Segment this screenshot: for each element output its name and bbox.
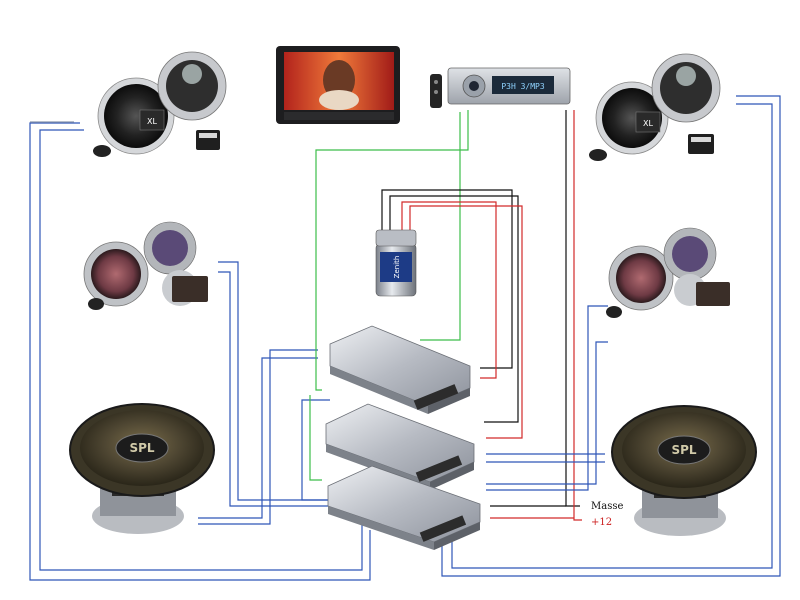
wiring [29,95,781,581]
wire-blue-mid-right-b [486,305,608,491]
wire-green-rca-b [315,110,469,391]
wire-red-power-c [573,110,582,521]
speaker-badge-left: XL [147,117,157,126]
component-speaker-set-icon: XL [589,53,721,161]
amplifier-icon [325,403,475,490]
capacitor-brand: Zenith [393,256,401,279]
wire-blue-mid-left-b [218,271,330,507]
head-unit-icon: P3H 3/MP3 [447,67,571,105]
capacitor-icon: Zenith [375,229,417,297]
wire-red-power-b [409,205,523,439]
wire-blue-front-left-inner [39,129,363,571]
speaker-badge-right: XL [643,119,653,128]
wire-green-rca-a [420,112,461,341]
wire-blue-mid-right-a [486,341,608,485]
midrange-speaker-set-icon [83,221,208,310]
amplifier-icon [329,325,471,414]
component-speaker-set-icon: XL [93,51,227,157]
wire-black-ground-a [381,189,513,369]
subwoofer-icon: SPL [611,405,757,536]
wire-blue-front-right-outer [441,95,781,577]
wire-black-ground-b [389,195,519,423]
plus12-label: +12 [591,517,612,528]
midrange-speaker-set-icon [606,227,730,318]
subwoofer-brand-right: SPL [671,443,696,457]
head-unit-display: P3H 3/MP3 [501,82,545,91]
remote-icon [430,74,442,108]
ground-label: Masse [591,501,623,512]
monitor-icon [276,46,400,124]
wire-blue-mid-left-a [218,261,330,501]
wire-blue-amp-bridge-left [301,399,330,501]
amplifier-icon [327,465,481,550]
wire-blue-sub-left-a [198,357,318,519]
wire-blue-front-left-outer [29,122,371,581]
wire-blue-sub-left-b [198,349,318,525]
wire-black-ground-c [565,110,580,507]
wire-blue-front-right-inner [451,103,773,569]
subwoofer-icon: SPL [69,403,215,534]
wire-green-rca-c [309,395,322,481]
wire-red-power-a [401,201,497,379]
subwoofer-brand-left: SPL [129,441,154,455]
